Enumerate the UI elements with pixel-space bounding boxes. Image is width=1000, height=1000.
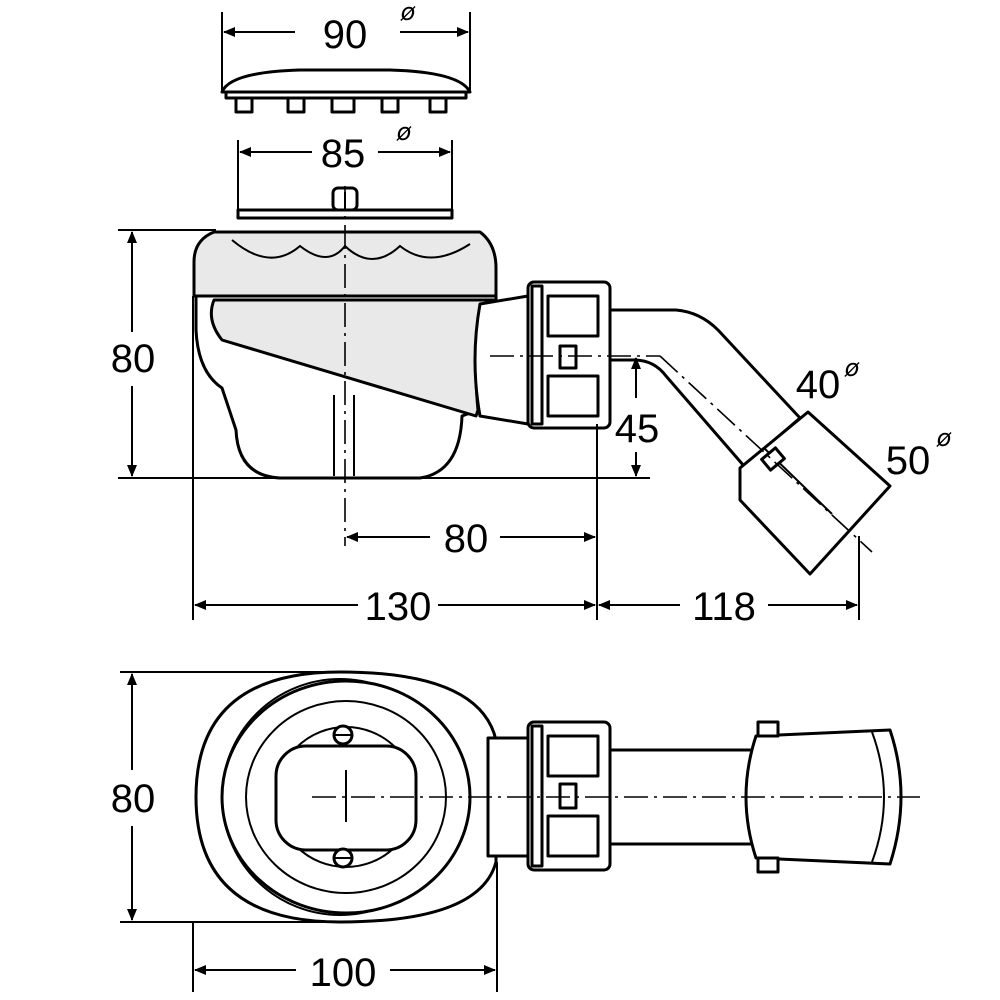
dimension-body-length: 130 — [192, 296, 596, 629]
dim-label-100: 100 — [310, 951, 377, 995]
dim-label-top-80: 80 — [111, 777, 156, 821]
dim-label-85: 85 — [321, 132, 366, 176]
label-outlet-diameters: 40 ø 50 ø — [796, 354, 952, 483]
diameter-symbol: ø — [400, 0, 416, 26]
dimension-outlet-height: 45 — [615, 357, 660, 477]
diameter-symbol: ø — [936, 424, 952, 452]
dim-label-90: 90 — [323, 13, 368, 57]
dim-label-130: 130 — [365, 585, 432, 629]
dim-label-45: 45 — [615, 407, 660, 451]
diameter-symbol: ø — [396, 118, 412, 146]
trap-body-side — [192, 230, 892, 576]
dim-label-offset-80: 80 — [444, 517, 489, 561]
dimension-top-depth: 80 — [111, 671, 340, 923]
centerline-angled — [659, 355, 873, 553]
drain-cap — [220, 68, 472, 114]
dimension-top-width: 100 — [192, 862, 498, 995]
dimension-body-height: 80 — [111, 229, 650, 479]
dimension-pipe-length: 118 — [598, 536, 860, 629]
dimension-plate-diameter: 85 ø — [237, 118, 453, 210]
dim-label-40: 40 — [796, 363, 841, 407]
diameter-symbol: ø — [844, 354, 860, 382]
dimension-outlet-offset: 80 — [346, 424, 598, 620]
dimension-cap-diameter: 90 ø — [221, 0, 471, 92]
dim-label-height-80: 80 — [111, 337, 156, 381]
dim-label-118: 118 — [692, 585, 756, 629]
dim-label-50: 50 — [886, 439, 931, 483]
